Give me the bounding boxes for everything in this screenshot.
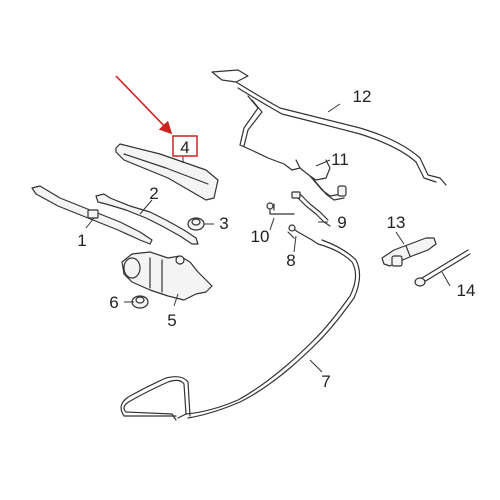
callout-9: 9 [337, 213, 346, 232]
callout-5: 5 [167, 311, 176, 330]
part-14-bolt [414, 249, 471, 287]
part-12-washer-hose [211, 69, 447, 186]
part-7-washer-hose [120, 239, 361, 421]
callout-13: 13 [387, 213, 406, 232]
part-3-nut [187, 217, 205, 231]
callout-10: 10 [251, 227, 270, 246]
part-11-hose-connector [291, 159, 347, 201]
callout-14: 14 [457, 281, 476, 300]
part-4-highlight [115, 75, 198, 157]
callout-11: 11 [331, 150, 349, 169]
callout-7: 7 [321, 372, 330, 391]
part-6-grommet [131, 295, 149, 309]
callout-6: 6 [109, 293, 118, 312]
callout-8: 8 [286, 251, 295, 270]
part-10-clip [266, 202, 295, 215]
callout-12: 12 [353, 87, 372, 106]
leader-lines [85, 103, 451, 373]
part-1-wiper-blade [31, 185, 153, 245]
part-13-washer-nozzle [381, 237, 437, 267]
part-5-wiper-motor [121, 251, 213, 301]
part-9-hose [291, 191, 331, 227]
callout-4: 4 [180, 138, 189, 157]
callout-1: 1 [77, 231, 86, 250]
callout-2: 2 [149, 184, 158, 203]
part-8-clip [287, 224, 319, 245]
part-4-wiper-cover [115, 143, 219, 201]
callout-3: 3 [219, 214, 228, 233]
part-2-wiper-arm [95, 193, 199, 245]
